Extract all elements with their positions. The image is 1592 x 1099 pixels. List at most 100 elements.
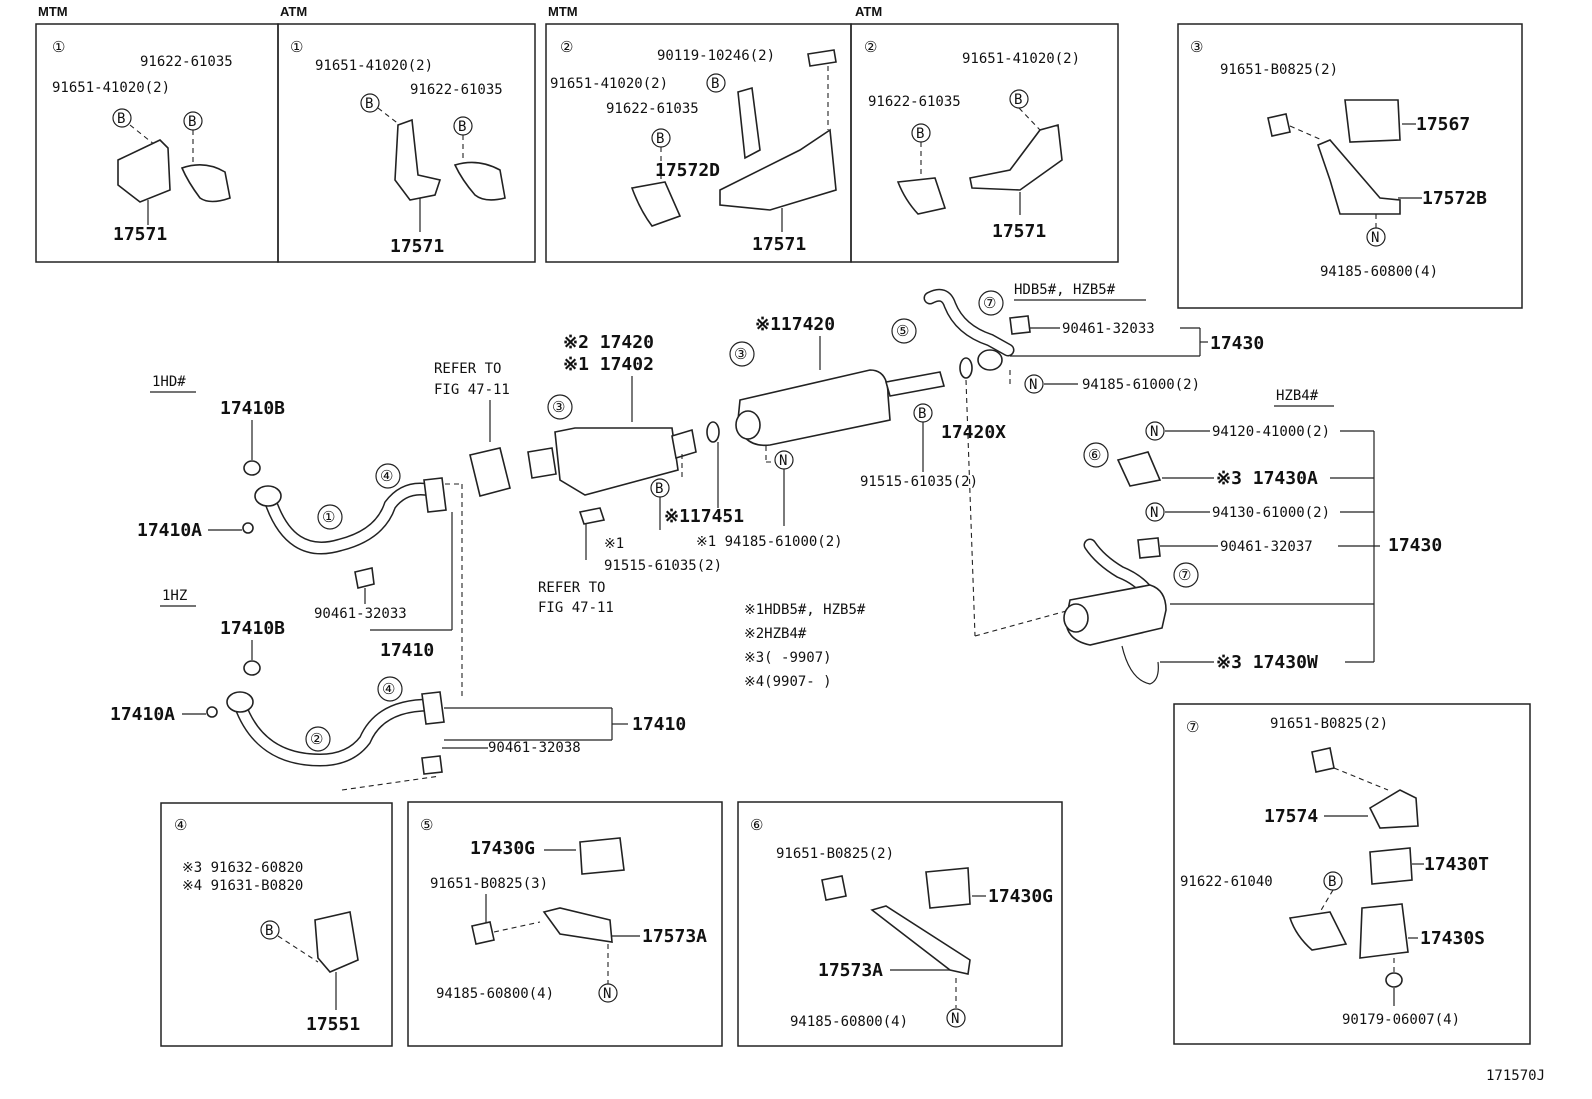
- nut-label: 94185-60800(4): [790, 1014, 908, 1030]
- gasket-label: ※117451: [664, 506, 744, 527]
- part-label: 17574: [1264, 806, 1318, 827]
- svg-text:N: N: [603, 986, 611, 1002]
- callout-icon: [1173, 562, 1199, 588]
- note-label: ※3( -9907): [744, 650, 832, 666]
- part-label: 17567: [1416, 114, 1470, 135]
- inset-number: ④: [174, 817, 187, 834]
- muffler-outlet-icon: [884, 371, 946, 397]
- bolt-label: ※4 91631-B0820: [182, 878, 303, 894]
- inset-number: ①: [52, 39, 65, 56]
- svg-text:N: N: [951, 1011, 959, 1027]
- bolt-b-icon: [260, 920, 280, 940]
- bolt-label: ※3 91632-60820: [182, 860, 303, 876]
- svg-text:N: N: [779, 453, 787, 469]
- nut-n-icon: [1024, 374, 1044, 394]
- clamp-icon: [421, 755, 443, 775]
- nut-label: 94185-61000(2): [1082, 377, 1200, 393]
- clamp-label: 90461-32033: [1062, 321, 1155, 337]
- bracket-icon: [542, 907, 613, 943]
- nut-label: 94120-41000(2): [1212, 424, 1330, 440]
- tail-pipe-flange-icon: [977, 349, 1003, 371]
- nut-icon: [1385, 972, 1403, 988]
- callout-icon: [377, 676, 403, 702]
- bolt-label: 91622-61035: [410, 82, 503, 98]
- bolt-icon: [1311, 747, 1335, 773]
- stud-icon: [242, 522, 254, 534]
- svg-text:②: ②: [310, 731, 323, 748]
- mount-icon: [1344, 99, 1401, 143]
- part-label: 17571: [113, 224, 167, 245]
- gasket-icon: [706, 421, 720, 443]
- converter-outlet-icon: [671, 428, 697, 460]
- callout-icon: [1083, 442, 1109, 468]
- bolt-label: 91515-61035(2): [604, 558, 722, 574]
- nut-n-icon: [1145, 502, 1165, 522]
- header-atm-1: ATM: [280, 4, 307, 19]
- header-atm-2: ATM: [855, 4, 882, 19]
- bracket-icon: [314, 911, 359, 973]
- refer-label: FIG 47-11: [538, 600, 614, 616]
- bolt-label: 91651-41020(2): [315, 58, 433, 74]
- catalytic-converter-icon: [554, 427, 679, 496]
- stud-label: 17410A: [137, 520, 202, 541]
- gasket-label: 17410B: [220, 398, 285, 419]
- pipe-label: 17410: [380, 640, 434, 661]
- nut-n-icon: [1366, 227, 1386, 247]
- gasket-icon: [243, 660, 261, 676]
- part-label: 17572B: [1422, 188, 1487, 209]
- mount-icon: [925, 867, 971, 909]
- part-label: 17571: [992, 221, 1046, 242]
- bracket-icon: [1368, 789, 1419, 829]
- svg-text:N: N: [1150, 505, 1158, 521]
- gasket-label: 17410B: [220, 618, 285, 639]
- nut-label: ※1 94185-61000(2): [696, 534, 843, 550]
- tail-label: 17430: [1388, 535, 1442, 556]
- inset-1-mtm: ① 91622-61035 91651-41020(2) B B 17571: [35, 23, 279, 263]
- tail-label: ※3 17430W: [1216, 652, 1318, 673]
- clamp-icon: [1288, 911, 1348, 951]
- svg-text:④: ④: [382, 681, 395, 698]
- bolt-icon: [821, 875, 847, 901]
- note-label: ※2HZB4#: [744, 626, 807, 642]
- stud-icon: [206, 706, 218, 718]
- inset-6: ⑥ 91651-B0825(2) 17430G 17573A N 94185-6…: [737, 801, 1063, 1047]
- svg-text:⑦: ⑦: [1178, 567, 1191, 584]
- bolt-label: 91651-41020(2): [962, 51, 1080, 67]
- bracket-icon: [1317, 139, 1401, 215]
- engine-label: 1HZ: [162, 588, 187, 604]
- inset-number: ⑦: [1186, 719, 1199, 736]
- bolt-label: 91651-B0825(2): [776, 846, 894, 862]
- bracket-icon: [969, 123, 1063, 191]
- clamp-icon: [354, 567, 375, 589]
- callout-icon: [547, 394, 573, 420]
- nut-n-icon: [946, 1008, 966, 1028]
- part-label: 17571: [752, 234, 806, 255]
- svg-text:①: ①: [322, 509, 335, 526]
- header-mtm-2: MTM: [548, 4, 578, 19]
- bolt-label: 90119-10246(2): [657, 48, 775, 64]
- part-label: 17430G: [988, 886, 1053, 907]
- refer-label: FIG 47-11: [434, 382, 510, 398]
- clamp-icon: [630, 181, 682, 227]
- pipe-flange-icon: [423, 477, 447, 513]
- clamp-label: 91622-61040: [1180, 874, 1273, 890]
- svg-text:B: B: [1014, 92, 1022, 108]
- bolt-label: 91515-61035(2): [860, 474, 978, 490]
- heat-shield-icon: [469, 447, 511, 497]
- svg-text:B: B: [655, 481, 663, 497]
- inset-number: ⑤: [420, 817, 433, 834]
- pipe-label: 17410: [632, 714, 686, 735]
- clamp-icon: [453, 161, 506, 201]
- inset-3: ③ 91651-B0825(2) 17567 17572B N 94185-60…: [1177, 23, 1523, 309]
- support-icon: [1359, 903, 1409, 959]
- gasket-icon: [243, 460, 261, 476]
- svg-text:⑦: ⑦: [983, 295, 996, 312]
- inset-2-mtm: ② 90119-10246(2) 91651-41020(2) B 91622-…: [545, 23, 852, 263]
- hanger-icon: [1116, 451, 1162, 487]
- bolt-icon: [578, 507, 606, 525]
- muffler-icon: [737, 369, 891, 447]
- callout-icon: [375, 463, 401, 489]
- callout-icon: [317, 504, 343, 530]
- bracket-d-icon: [737, 86, 761, 160]
- part-label: 17573A: [818, 960, 883, 981]
